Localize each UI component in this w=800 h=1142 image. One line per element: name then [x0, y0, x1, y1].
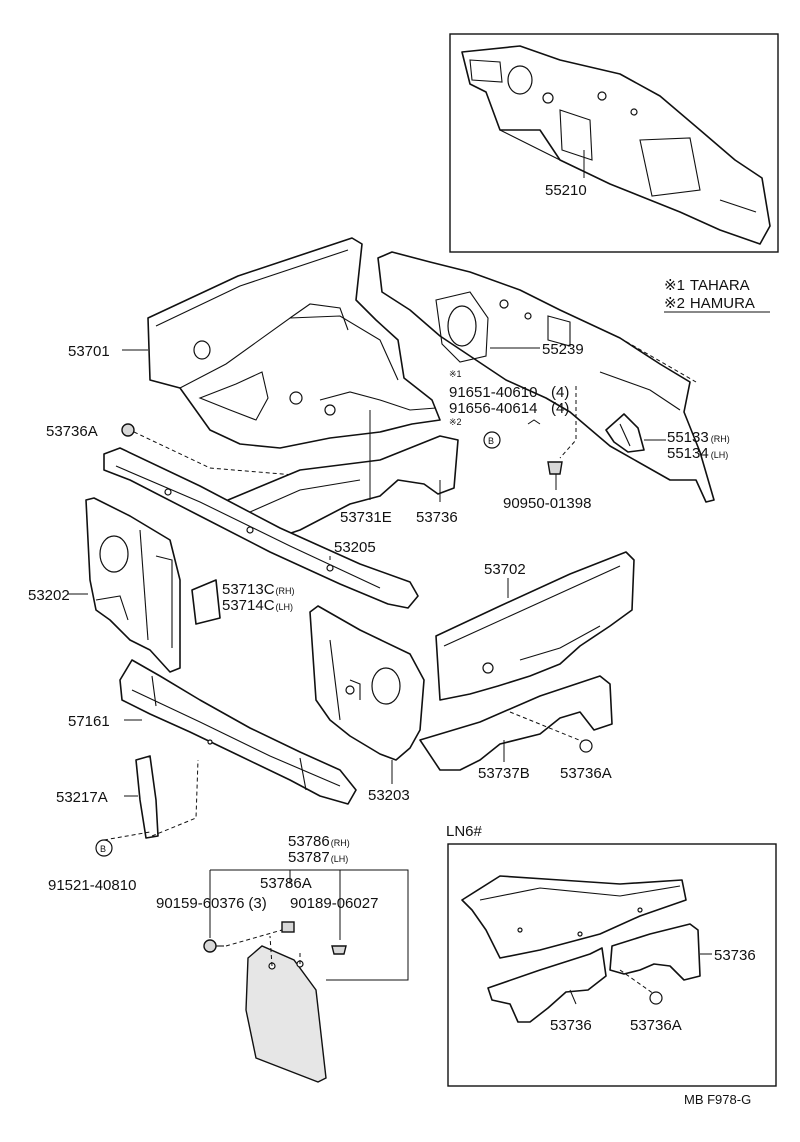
brace-53217A — [135, 755, 159, 839]
plant-legend: ※1 TAHARA ※2 HAMURA — [664, 277, 770, 313]
side-rh-53713C: (RH) — [276, 586, 295, 596]
mudguard-53786 — [245, 935, 327, 1083]
label-91521-40810: 91521-40810 — [48, 877, 136, 894]
label-53786: 53786(RH) — [288, 833, 350, 850]
apron-53701 — [147, 237, 441, 449]
label-53786A: 53786A — [260, 875, 312, 892]
lower-support-57161 — [119, 659, 357, 805]
side-rh-53786: (RH) — [331, 838, 350, 848]
qty-91656-40614: (4) — [551, 400, 569, 417]
side-panel-53203 — [309, 605, 425, 761]
clip-53736A-top — [121, 423, 135, 437]
label-53736A-mid: 53736A — [560, 765, 612, 782]
svg-text:B: B — [100, 844, 106, 854]
label-91651-40610: 91651-40610 — [449, 384, 537, 401]
ln6-apron — [461, 875, 687, 959]
annotation-mark-2: ※2 — [449, 417, 462, 427]
label-55210: 55210 — [545, 182, 587, 199]
ln6-shield-53736-a — [609, 923, 701, 981]
label-90189-06027: 90189-06027 — [290, 895, 378, 912]
dash-panel-55210 — [461, 45, 771, 245]
svg-text:B: B — [488, 436, 494, 446]
label-53202: 53202 — [28, 587, 70, 604]
label-53713C: 53713C(RH) — [222, 581, 295, 598]
qty-90159-60376: (3) — [248, 895, 266, 912]
clip-53736A-ln6 — [649, 991, 663, 1005]
grommet-90950-01398 — [547, 461, 563, 475]
bracket-53713C-53714C — [191, 579, 221, 625]
label-53787: 53787(LH) — [288, 849, 348, 866]
apron-53702 — [435, 551, 635, 701]
label-55133: 55133(RH) — [667, 429, 730, 446]
label-53736-mid: 53736 — [416, 509, 458, 526]
screw-90159-60376 — [203, 939, 224, 953]
clip-b-marker-top: B — [483, 431, 501, 449]
upper-support-53205 — [103, 447, 419, 609]
label-53736A-top: 53736A — [46, 423, 98, 440]
legend-plant-1: TAHARA — [690, 277, 750, 294]
label-57161: 57161 — [68, 713, 110, 730]
label-53217A: 53217A — [56, 789, 108, 806]
clip-b-marker-bottom: B — [95, 839, 113, 857]
label-53203: 53203 — [368, 787, 410, 804]
bracket-55133-55134 — [605, 413, 645, 453]
label-91656-40614: 91656-40614 — [449, 400, 537, 417]
ln6-title: LN6# — [446, 823, 483, 840]
label-55239: 55239 — [542, 341, 584, 358]
side-lh-53787: (LH) — [331, 854, 349, 864]
label-53714C: 53714C(LH) — [222, 597, 293, 614]
inset-frame-dash-panel — [449, 33, 779, 253]
ln6-shield-53736-b — [487, 947, 607, 1023]
label-53736-ln6-a: 53736 — [714, 947, 756, 964]
label-53205: 53205 — [334, 539, 376, 556]
label-55134: 55134(LH) — [667, 445, 728, 462]
label-53702: 53702 — [484, 561, 526, 578]
label-90159-60376: 90159-60376(3) — [156, 895, 267, 912]
label-90950-01398: 90950-01398 — [503, 495, 591, 512]
label-53737B: 53737B — [478, 765, 530, 782]
label-53736A-ln6: 53736A — [630, 1017, 682, 1034]
annotation-mark-1: ※1 — [449, 369, 462, 379]
clip-53786A — [281, 921, 295, 933]
screw-90189-06027 — [331, 945, 347, 955]
figure-code: MB F978-G — [684, 1092, 751, 1107]
label-53736-ln6-b: 53736 — [550, 1017, 592, 1034]
qty-91651-40610: (4) — [551, 384, 569, 401]
clip-53736A-mid — [579, 739, 593, 753]
legend-mark-1: ※1 — [664, 277, 685, 294]
legend-mark-2: ※2 — [664, 295, 685, 312]
side-rh-55133: (RH) — [711, 434, 730, 444]
side-lh-53714C: (LH) — [276, 602, 294, 612]
inset-frame-ln6 — [447, 843, 777, 1087]
label-53731E: 53731E — [340, 509, 392, 526]
side-lh-55134: (LH) — [711, 450, 729, 460]
legend-plant-2: HAMURA — [690, 295, 755, 312]
side-panel-53202 — [85, 497, 181, 673]
label-53701: 53701 — [68, 343, 110, 360]
shield-53737B — [419, 675, 613, 771]
